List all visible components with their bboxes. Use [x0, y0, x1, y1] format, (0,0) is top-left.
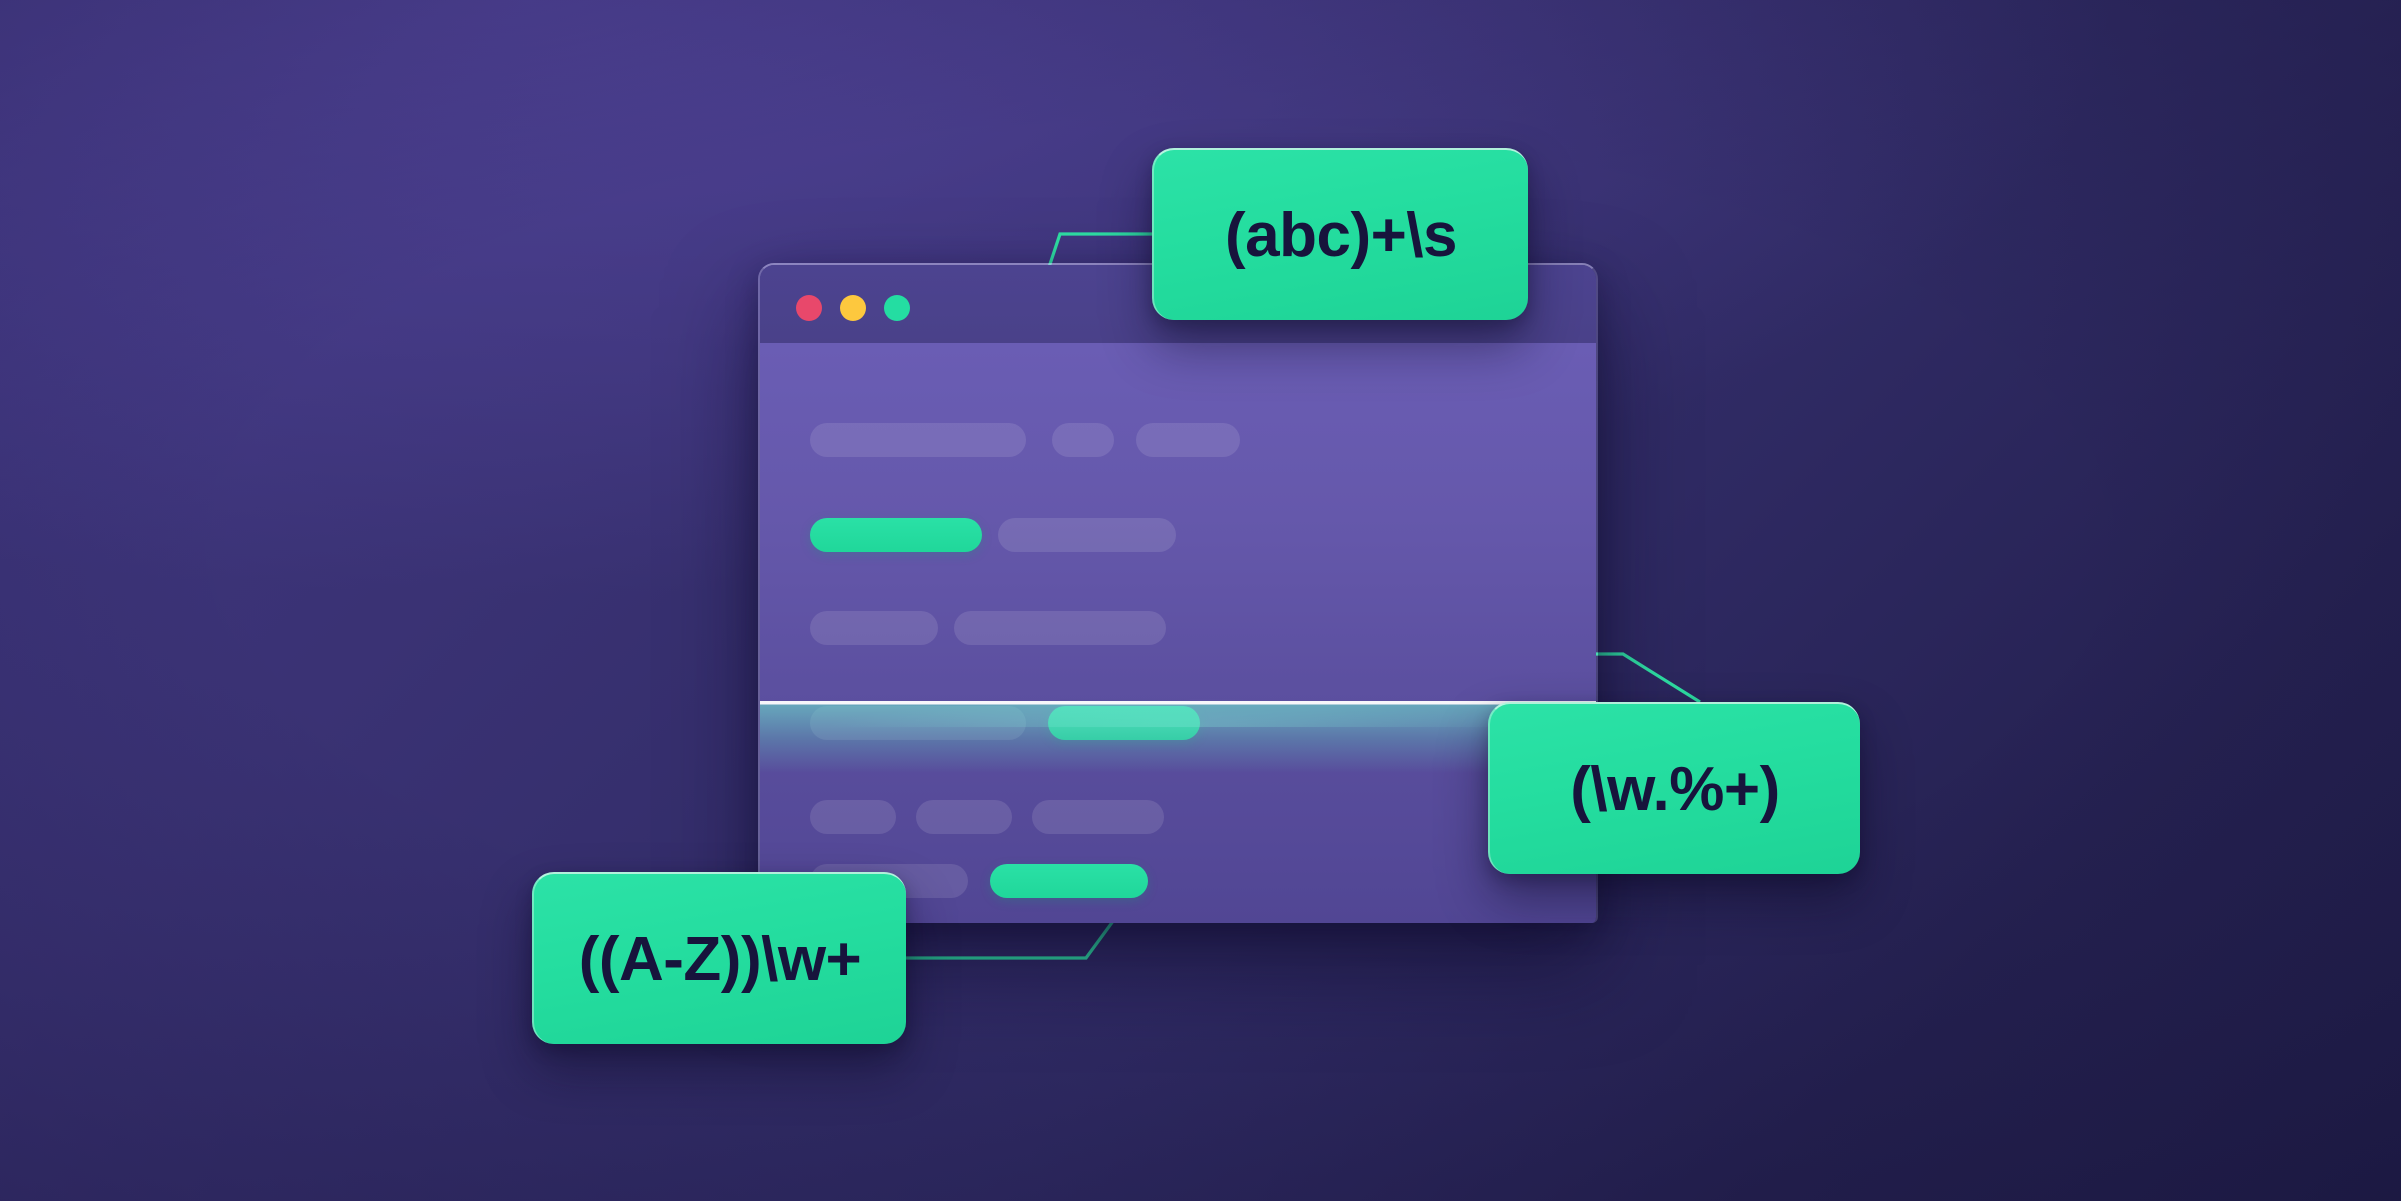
- regex-callout-1[interactable]: (abc)+\s: [1152, 148, 1528, 320]
- placeholder-bar: [1032, 800, 1164, 834]
- regex-callout-2[interactable]: (\w.%+): [1488, 702, 1860, 874]
- placeholder-bar: [810, 611, 938, 645]
- placeholder-bar: [810, 706, 1026, 740]
- browser-window-mockup: [758, 263, 1598, 923]
- content-row: [760, 800, 1596, 834]
- minimize-button-dot[interactable]: [840, 295, 866, 321]
- regex-match-bar[interactable]: [810, 518, 982, 552]
- placeholder-bar: [954, 611, 1166, 645]
- window-content-area: [760, 343, 1596, 923]
- regex-match-bar[interactable]: [990, 864, 1148, 898]
- regex-callout-3[interactable]: ((A-Z))\w+: [532, 872, 906, 1044]
- placeholder-bar: [810, 800, 896, 834]
- regex-match-bar[interactable]: [1048, 706, 1200, 740]
- placeholder-bar: [916, 800, 1012, 834]
- regex-callout-2-label: (\w.%+): [1570, 754, 1780, 824]
- close-button-dot[interactable]: [796, 295, 822, 321]
- placeholder-bar: [998, 518, 1176, 552]
- content-row: [760, 518, 1596, 552]
- placeholder-bar: [810, 423, 1026, 457]
- content-row: [760, 706, 1596, 740]
- placeholder-bar: [1052, 423, 1114, 457]
- regex-callout-1-label: (abc)+\s: [1224, 200, 1458, 270]
- placeholder-bar: [1136, 423, 1240, 457]
- maximize-button-dot[interactable]: [884, 295, 910, 321]
- content-row-scanned: [760, 611, 1596, 645]
- content-row: [760, 423, 1596, 457]
- regex-callout-3-label: ((A-Z))\w+: [578, 924, 862, 994]
